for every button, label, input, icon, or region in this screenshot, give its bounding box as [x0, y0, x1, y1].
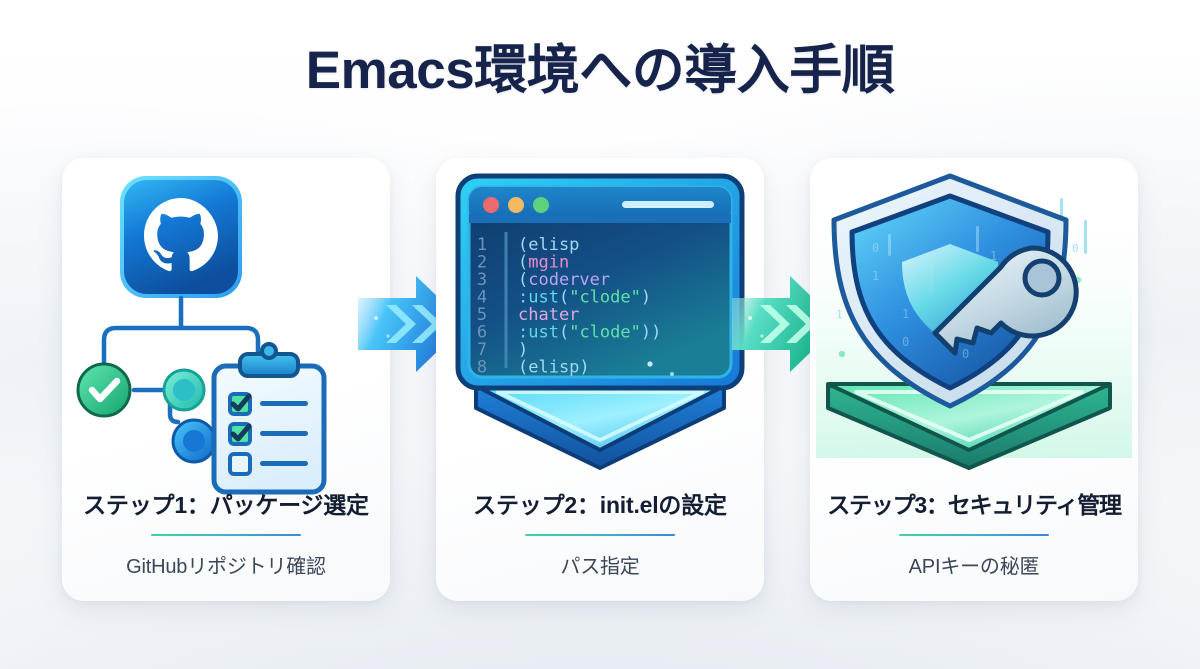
svg-text::ust("clode"): :ust("clode")	[518, 288, 651, 308]
code-window: (elisp (mgin (coderver :ust("clode") cha…	[455, 173, 745, 391]
svg-text:0: 0	[902, 335, 909, 349]
node-teal	[162, 368, 206, 412]
svg-text:1: 1	[872, 269, 879, 283]
svg-text:0: 0	[1072, 242, 1079, 255]
editor-platform	[474, 384, 726, 470]
step-1-divider	[151, 534, 301, 536]
step-1-caption: ステップ1：パッケージ選定 GitHubリポジトリ確認	[62, 486, 390, 579]
svg-text:chater: chater	[518, 305, 579, 325]
svg-text:): )	[518, 340, 528, 360]
window-dot-red	[483, 197, 499, 213]
clipboard-icon	[211, 342, 327, 495]
github-logo-tile	[120, 176, 242, 298]
step-3-divider	[899, 534, 1049, 536]
code-editor-icon: (elisp (mgin (coderver :ust("clode") cha…	[455, 173, 745, 470]
node-check-green	[76, 362, 132, 418]
svg-text:(mgin: (mgin	[518, 253, 569, 273]
page-title: Emacs環境への導入手順	[305, 41, 895, 100]
step-card-2[interactable]: (elisp (mgin (coderver :ust("clode") cha…	[436, 158, 764, 601]
svg-text::ust("clode")): :ust("clode"))	[518, 323, 661, 343]
svg-text:8: 8	[477, 358, 487, 378]
svg-text:1: 1	[990, 249, 997, 263]
step-2-title: ステップ2：init.elの設定	[473, 492, 727, 518]
step-card-3[interactable]: 1 0 0 1	[810, 158, 1138, 601]
svg-text:6: 6	[477, 323, 487, 343]
step-1-illustration	[62, 168, 390, 495]
window-title-bar	[622, 201, 714, 208]
node-blue	[171, 418, 217, 464]
svg-text:5: 5	[477, 305, 487, 325]
step-2-subtitle: パス指定	[560, 556, 640, 578]
key-graphic	[932, 245, 1079, 356]
svg-text:0: 0	[872, 241, 879, 255]
svg-text:(elisp: (elisp	[518, 235, 579, 255]
step-card-1[interactable]: ステップ1：パッケージ選定 GitHubリポジトリ確認	[62, 158, 390, 601]
code-text: (elisp (mgin (coderver :ust("clode") cha…	[518, 235, 661, 378]
window-dot-yellow	[508, 197, 524, 213]
step-2-divider	[525, 534, 675, 536]
window-dot-green	[533, 197, 549, 213]
svg-text:1: 1	[902, 307, 909, 321]
svg-text:2: 2	[477, 253, 487, 273]
step-1-title: ステップ1：パッケージ選定	[83, 492, 369, 518]
step-2-caption: ステップ2：init.elの設定 パス指定	[436, 486, 764, 579]
svg-text:0: 0	[962, 347, 969, 361]
svg-text:1: 1	[477, 235, 487, 255]
step-2-illustration: (elisp (mgin (coderver :ust("clode") cha…	[436, 168, 764, 470]
svg-text:3: 3	[477, 270, 487, 290]
step-3-title: ステップ3：セキュリティ管理	[827, 492, 1122, 518]
security-platform	[826, 382, 1112, 470]
step-1-subtitle: GitHubリポジトリ確認	[126, 556, 326, 578]
shield-key-icon: 1 0 0 1	[816, 173, 1132, 470]
svg-text:4: 4	[477, 288, 487, 308]
step-3-subtitle: APIキーの秘匿	[908, 556, 1040, 578]
svg-text:(elisp): (elisp)	[518, 358, 590, 378]
github-repository-icon	[76, 176, 327, 495]
svg-text:(coderver: (coderver	[518, 270, 610, 290]
shield-graphic: 01 10 10 10	[831, 173, 1069, 409]
svg-text:7: 7	[477, 340, 487, 360]
step-3-caption: ステップ3：セキュリティ管理 APIキーの秘匿	[810, 486, 1138, 579]
step-3-illustration: 1 0 0 1	[810, 168, 1138, 470]
svg-text:1: 1	[836, 308, 843, 321]
